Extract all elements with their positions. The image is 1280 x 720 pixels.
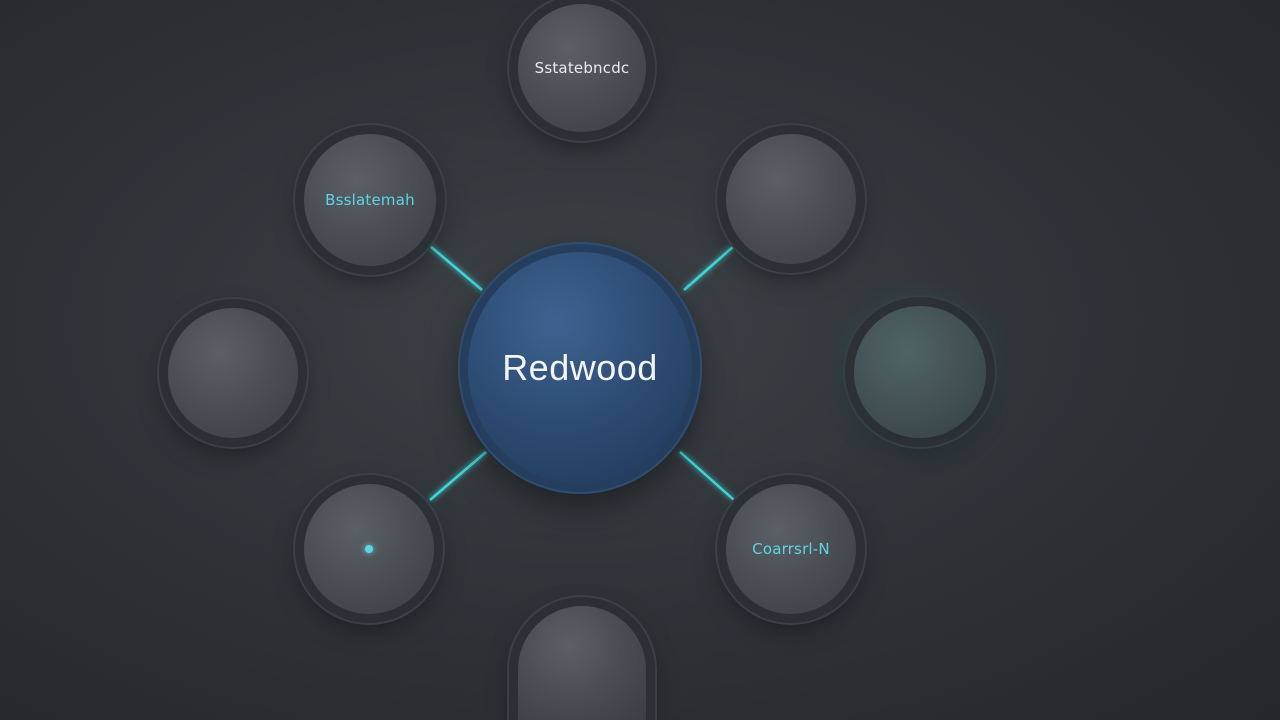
node-bottom[interactable] xyxy=(518,606,646,720)
node-top-label: Sstatebncdc xyxy=(534,59,630,77)
link-bottom-left xyxy=(429,451,487,501)
node-top-left[interactable]: Bsslatemah xyxy=(304,134,436,266)
node-top-left-label: Bsslatemah xyxy=(325,191,415,209)
node-right[interactable] xyxy=(854,306,986,438)
node-left[interactable] xyxy=(168,308,298,438)
node-bottom-right-label: Coarrsrl-N xyxy=(752,540,830,558)
node-top-right[interactable] xyxy=(726,134,856,264)
link-top-left xyxy=(429,245,483,291)
link-top-right xyxy=(683,245,735,291)
center-node[interactable]: Redwood xyxy=(468,252,692,484)
node-bottom-right[interactable]: Coarrsrl-N xyxy=(726,484,856,614)
node-top[interactable]: Sstatebncdc xyxy=(518,4,646,132)
link-bottom-right xyxy=(679,451,735,501)
node-bottom-left[interactable] xyxy=(304,484,434,614)
center-node-label: Redwood xyxy=(502,347,658,388)
node-dot-icon xyxy=(365,545,373,553)
